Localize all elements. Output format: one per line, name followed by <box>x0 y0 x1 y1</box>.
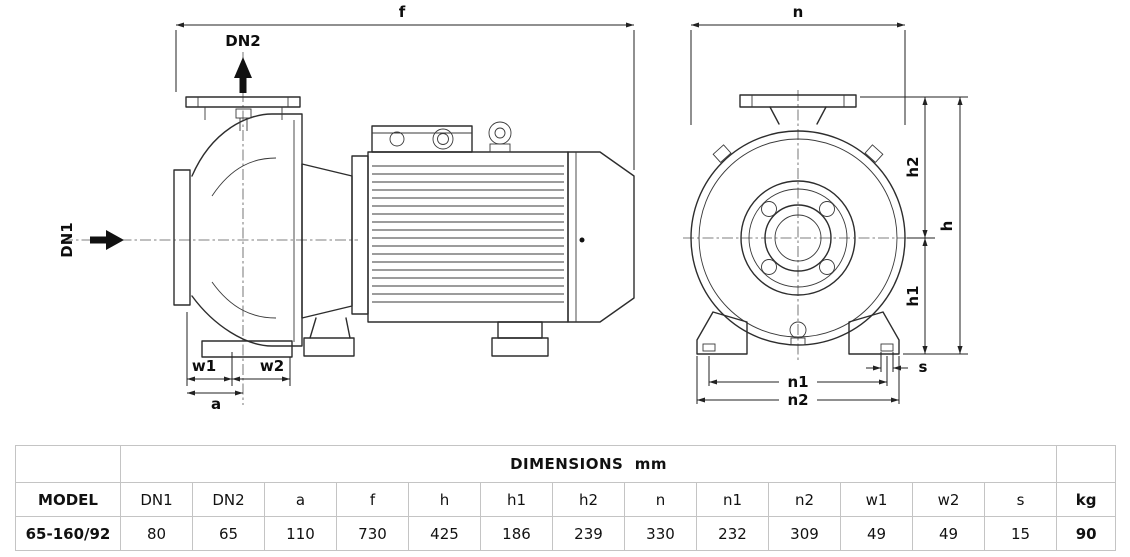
front-centerlines <box>683 90 913 360</box>
table-title-row: DIMENSIONS mm <box>15 445 1117 483</box>
n1-n2-extension-lines <box>696 356 900 404</box>
n-extension-lines <box>690 30 906 125</box>
bolt-hole <box>819 259 835 275</box>
column-header-dn2: DN2 <box>192 482 265 517</box>
column-header-h1: h1 <box>480 482 553 517</box>
value-f: 730 <box>336 516 409 551</box>
value-n: 330 <box>624 516 697 551</box>
column-header-n2: n2 <box>768 482 841 517</box>
discharge-flange <box>185 96 301 108</box>
column-header-dn1: DN1 <box>120 482 193 517</box>
pump-side-body <box>173 96 355 358</box>
column-header-w1: w1 <box>840 482 913 517</box>
bolt-hole <box>819 201 835 217</box>
cooling-fins <box>372 165 564 303</box>
column-header-n1: n1 <box>696 482 769 517</box>
value-n2: 309 <box>768 516 841 551</box>
left-bolt-slot <box>702 343 716 352</box>
pump-front-body <box>690 94 906 355</box>
value-a: 110 <box>264 516 337 551</box>
table-data-row: 65-160/92 80 65 110 730 425 186 239 330 … <box>15 516 1117 551</box>
column-header-a: a <box>264 482 337 517</box>
side-view: f DN2 DN1 w1 w2 a <box>58 3 635 413</box>
fan-cover <box>567 151 635 323</box>
dim-label-w2: w2 <box>260 357 284 375</box>
bolt-hole <box>761 259 777 275</box>
kg-header: kg <box>1056 482 1117 517</box>
dim-label-h2: h2 <box>904 156 922 177</box>
value-s: 15 <box>983 516 1058 551</box>
dn2-flow-arrow <box>239 76 247 93</box>
dn1-flow-arrow <box>90 236 107 244</box>
column-header-s: s <box>983 482 1058 517</box>
side-dimensions: f DN2 DN1 w1 w2 a <box>58 3 635 413</box>
dn2-arrowhead-icon <box>234 57 252 78</box>
right-bolt-slot <box>880 343 894 352</box>
table-header-row: MODEL DN1 DN2 a f h h1 h2 n n1 n2 w1 w2 … <box>15 482 1117 517</box>
dim-label-s: s <box>919 358 928 376</box>
kg-value: 90 <box>1056 516 1117 551</box>
dim-label-f: f <box>399 3 406 21</box>
motor-body <box>367 151 569 323</box>
f-extension-lines <box>175 30 635 170</box>
dn1-arrowhead-icon <box>106 230 124 250</box>
dim-label-h1: h1 <box>904 285 922 306</box>
value-n1: 232 <box>696 516 769 551</box>
volute-casing <box>191 113 303 347</box>
front-view: n h2 h1 h s n1 n2 <box>683 3 968 409</box>
plug <box>712 144 732 164</box>
model-header: MODEL <box>15 482 121 517</box>
h-extension-lines <box>860 96 968 355</box>
drive-end-shield <box>351 155 369 315</box>
dimensions-table: DIMENSIONS mm MODEL DN1 DN2 a f h h1 h2 … <box>15 445 1117 551</box>
bearing-bracket <box>301 163 353 319</box>
motor-foot <box>497 321 543 339</box>
column-header-h2: h2 <box>552 482 625 517</box>
blank-cell <box>1056 445 1117 483</box>
column-header-h: h <box>408 482 481 517</box>
column-header-n: n <box>624 482 697 517</box>
hub-circle <box>764 204 832 272</box>
dim-label-n2: n2 <box>787 391 808 409</box>
value-w2: 49 <box>912 516 985 551</box>
dimensions-title: DIMENSIONS mm <box>119 445 1058 483</box>
pump-foot <box>201 340 293 358</box>
dim-label-n1: n1 <box>787 373 808 391</box>
motor-side <box>351 121 635 357</box>
column-header-w2: w2 <box>912 482 985 517</box>
lifting-eye <box>488 121 512 145</box>
value-dn2: 65 <box>192 516 265 551</box>
front-dimensions: n h2 h1 h s n1 n2 <box>690 3 968 409</box>
front-flange-circle <box>740 180 856 296</box>
dim-label-dn2: DN2 <box>225 32 260 50</box>
value-h1: 186 <box>480 516 553 551</box>
left-foot <box>696 311 748 355</box>
terminal-box <box>371 125 473 153</box>
suction-flange <box>173 169 191 306</box>
column-header-f: f <box>336 482 409 517</box>
value-h2: 239 <box>552 516 625 551</box>
dim-label-w1: w1 <box>192 357 216 375</box>
model-value: 65-160/92 <box>15 516 121 551</box>
blank-cell <box>15 445 121 483</box>
dim-label-n: n <box>793 3 804 21</box>
plug <box>864 144 884 164</box>
technical-drawing: f DN2 DN1 w1 w2 a <box>58 3 968 413</box>
dim-label-dn1: DN1 <box>58 222 76 257</box>
dim-label-a: a <box>211 395 221 413</box>
right-foot <box>848 311 900 355</box>
value-h: 425 <box>408 516 481 551</box>
dim-label-h: h <box>938 221 956 232</box>
bolt-hole <box>761 201 777 217</box>
bracket-foot <box>303 337 355 357</box>
top-flange-front <box>739 94 857 108</box>
value-dn1: 80 <box>120 516 193 551</box>
value-w1: 49 <box>840 516 913 551</box>
